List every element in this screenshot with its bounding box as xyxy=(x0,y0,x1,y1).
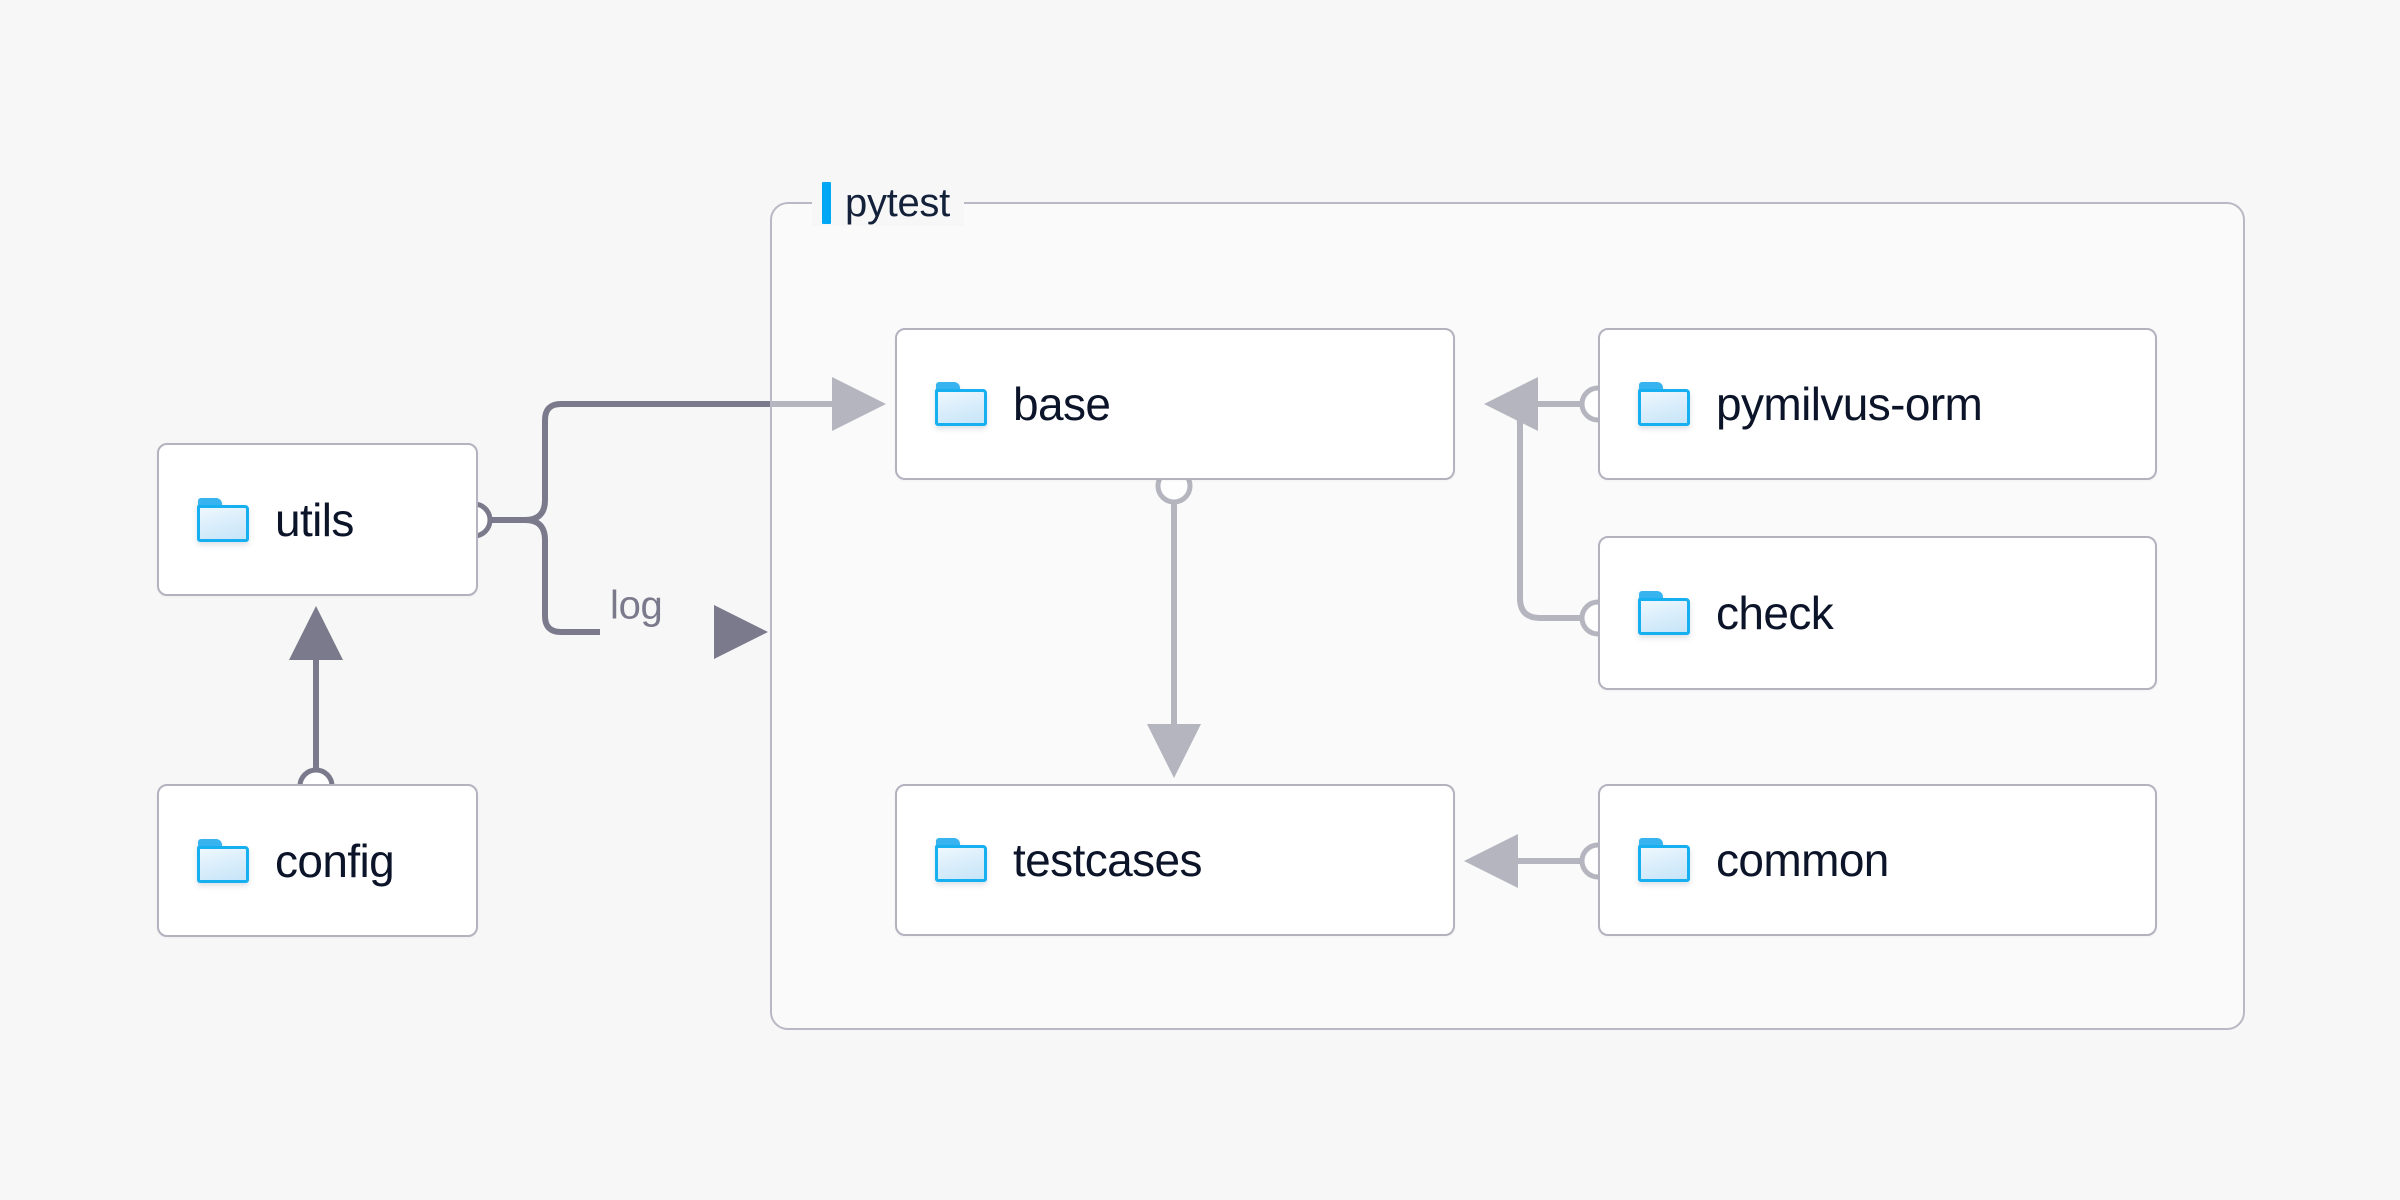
group-pytest-label: pytest xyxy=(812,180,964,226)
node-testcases[interactable]: testcases xyxy=(895,784,1455,936)
node-label: pymilvus-orm xyxy=(1716,378,1983,430)
folder-icon xyxy=(935,838,987,882)
folder-icon xyxy=(1638,838,1690,882)
folder-icon xyxy=(1638,591,1690,635)
folder-icon xyxy=(1638,382,1690,426)
folder-icon xyxy=(197,838,249,883)
node-label: testcases xyxy=(1013,834,1203,886)
node-label: config xyxy=(275,834,395,887)
node-label: base xyxy=(1013,378,1111,430)
node-utils[interactable]: utils xyxy=(157,443,478,596)
folder-icon xyxy=(935,382,987,426)
node-common[interactable]: common xyxy=(1598,784,2157,936)
node-label: common xyxy=(1716,834,1889,886)
node-check[interactable]: check xyxy=(1598,536,2157,690)
node-label: check xyxy=(1716,587,1834,639)
node-label: utils xyxy=(275,493,354,546)
node-base[interactable]: base xyxy=(895,328,1455,480)
folder-icon xyxy=(197,497,249,542)
group-accent-bar xyxy=(822,182,831,224)
node-pymilvus-orm[interactable]: pymilvus-orm xyxy=(1598,328,2157,480)
node-config[interactable]: config xyxy=(157,784,478,937)
edge-label-log: log xyxy=(600,583,673,629)
group-pytest-title: pytest xyxy=(845,180,950,225)
